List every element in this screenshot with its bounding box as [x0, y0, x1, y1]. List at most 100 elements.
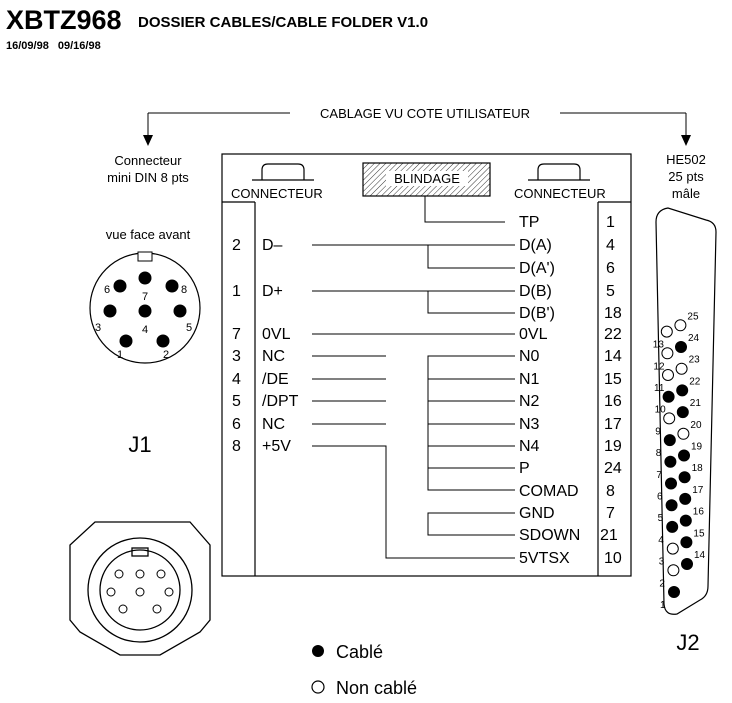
- j2-pin-13: [660, 325, 673, 338]
- svg-text:2: 2: [163, 349, 169, 361]
- model-title: XBTZ968: [6, 5, 122, 35]
- j1-pin-1: [119, 334, 133, 348]
- svg-text:4: 4: [606, 237, 615, 254]
- svg-text:D–: D–: [262, 237, 283, 254]
- left-conn-title-2: mini DIN 8 pts: [107, 170, 189, 185]
- right-arrow-head: [681, 135, 691, 146]
- he502-connector-shell: [655, 207, 717, 615]
- svg-text:22: 22: [604, 326, 622, 343]
- j2-pin-19: [678, 449, 690, 462]
- svg-text:4: 4: [142, 324, 148, 336]
- svg-text:N2: N2: [519, 393, 540, 410]
- j1-pin-5: [173, 304, 187, 318]
- j2-pin-2: [667, 564, 680, 577]
- right-conn-title-1: HE502: [666, 152, 706, 167]
- svg-text:/DE: /DE: [262, 371, 289, 388]
- svg-text:D+: D+: [262, 283, 283, 300]
- j2-pin-8: [663, 434, 676, 447]
- revision-dates: 16/09/98 09/16/98: [6, 40, 101, 52]
- j2-label: J2: [676, 630, 699, 655]
- svg-text:18: 18: [604, 305, 622, 322]
- j2-pin-5: [665, 499, 678, 512]
- cable-box: [221, 153, 632, 577]
- svg-text:GND: GND: [519, 505, 555, 522]
- he502-pins: 1234567891011121314151617181920212223242…: [653, 311, 706, 611]
- j2-pin-label: 22: [689, 376, 701, 387]
- j1-pin-7: [138, 271, 152, 285]
- svg-text:+5V: +5V: [262, 438, 291, 455]
- j2-pin-12: [661, 347, 674, 360]
- j2-pin-14: [681, 558, 693, 570]
- j2-pin-label: 10: [655, 405, 667, 416]
- svg-text:7: 7: [142, 291, 148, 303]
- shield-wire: [424, 196, 505, 223]
- j2-pin-24: [675, 341, 687, 353]
- wires: [312, 244, 515, 559]
- j1-pin-4: [138, 304, 152, 318]
- j2-pin-7: [664, 455, 677, 468]
- svg-text:D(B): D(B): [519, 283, 552, 300]
- j2-pin-label: 7: [656, 470, 662, 481]
- j2-pin-label: 19: [691, 442, 703, 453]
- j2-pin-17: [679, 492, 692, 505]
- svg-text:5: 5: [186, 322, 192, 334]
- svg-text:1: 1: [606, 214, 615, 231]
- svg-text:3: 3: [95, 322, 101, 334]
- svg-text:1: 1: [117, 349, 123, 361]
- j2-pin-label: 8: [656, 448, 662, 459]
- j2-pin-label: 12: [653, 361, 665, 372]
- j1-pin-6: [113, 279, 127, 293]
- j2-pin-18: [678, 471, 691, 484]
- j2-pin-6: [665, 477, 677, 490]
- legend: Cablé Non cablé: [311, 642, 417, 698]
- j1-pin-2: [156, 334, 170, 348]
- svg-text:21: 21: [600, 527, 618, 544]
- j2-pin-label: 24: [688, 333, 700, 344]
- left-connector-header: CONNECTEUR: [231, 186, 323, 201]
- legend-wired-label: Cablé: [336, 642, 383, 662]
- j2-pin-3: [666, 542, 679, 555]
- svg-text:15: 15: [604, 371, 622, 388]
- j2-pin-label: 4: [658, 535, 664, 546]
- svg-text:7: 7: [232, 326, 241, 343]
- svg-text:N4: N4: [519, 438, 540, 455]
- j2-pin-1: [668, 586, 680, 598]
- svg-text:D(B'): D(B'): [519, 305, 555, 322]
- j2-pin-label: 16: [693, 507, 705, 518]
- right-conn-title-2: 25 pts: [668, 169, 704, 184]
- j2-pin-label: 1: [660, 600, 666, 611]
- right-connector-header: CONNECTEUR: [514, 186, 606, 201]
- svg-text:D(A'): D(A'): [519, 260, 555, 277]
- j2-pin-label: 18: [692, 463, 704, 474]
- j2-pin-16: [679, 514, 692, 527]
- j2-pin-label: 14: [694, 550, 706, 561]
- j2-pin-21: [676, 406, 689, 419]
- svg-text:1: 1: [232, 283, 241, 300]
- svg-text:24: 24: [604, 460, 622, 477]
- svg-text:/DPT: /DPT: [262, 393, 299, 410]
- j2-pin-23: [675, 362, 688, 375]
- svg-text:17: 17: [604, 416, 622, 433]
- left-sub-d-icon: [252, 163, 314, 181]
- j2-pin-20: [677, 427, 690, 440]
- j2-pin-label: 5: [658, 513, 664, 524]
- svg-text:3: 3: [232, 348, 241, 365]
- j2-pin-22: [676, 384, 689, 397]
- svg-text:D(A): D(A): [519, 237, 552, 254]
- j2-pin-label: 3: [659, 557, 665, 568]
- svg-text:COMAD: COMAD: [519, 483, 579, 500]
- svg-text:10: 10: [604, 550, 622, 567]
- mini-din-plug-pins: [106, 569, 174, 614]
- svg-text:6: 6: [606, 260, 615, 277]
- j2-pin-label: 2: [659, 578, 665, 589]
- j2-pin-label: 23: [689, 355, 701, 366]
- svg-text:N1: N1: [519, 371, 540, 388]
- legend-not-wired-dot: [311, 680, 325, 694]
- shield-block: [362, 162, 491, 197]
- left-conn-view-label: vue face avant: [106, 227, 191, 242]
- svg-text:0VL: 0VL: [262, 326, 291, 343]
- j2-pin-15: [680, 536, 693, 549]
- j2-pin-label: 25: [687, 311, 699, 322]
- left-arrow-head: [143, 135, 153, 146]
